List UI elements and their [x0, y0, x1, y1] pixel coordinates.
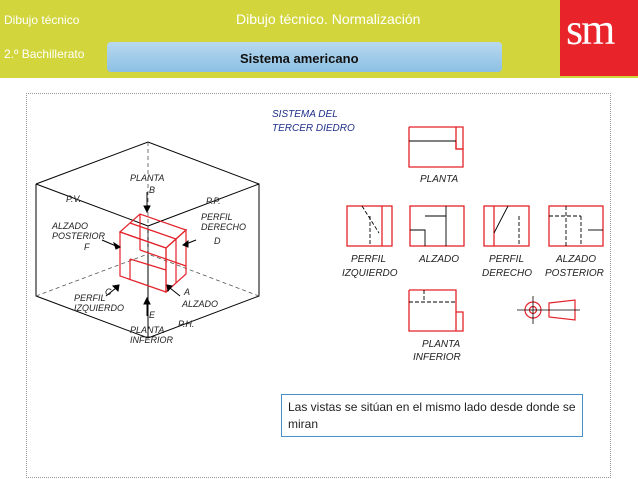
- view-planta-inferior: [408, 289, 464, 332]
- planta-inferior-hidden: [409, 290, 456, 303]
- alzado-label: ALZADO: [181, 299, 218, 309]
- f-label: F: [84, 242, 90, 252]
- perfil-izquierdo-view-label-1: PERFIL: [351, 254, 386, 265]
- pv-label: P.V.: [66, 194, 81, 204]
- planta-inferior-view-label-1: PLANTA: [422, 339, 460, 350]
- perfil-izquierdo-label-1: PERFIL: [74, 293, 106, 303]
- arrow-a: [169, 287, 181, 297]
- logo-text: sm: [566, 5, 615, 54]
- view-perfil-derecho: [483, 205, 530, 247]
- perfil-derecho-view-label-1: PERFIL: [489, 254, 524, 265]
- perfil-izquierdo-label-2: IZQUIERDO: [74, 303, 124, 313]
- arrow-f: [101, 239, 117, 247]
- view-arrows: [101, 192, 197, 316]
- figure-frame: [26, 93, 611, 478]
- section-banner: [107, 42, 502, 72]
- subject-label: Dibujo técnico: [4, 13, 80, 27]
- section-title: Sistema americano: [240, 51, 359, 66]
- alzado-posterior-label-2: POSTERIOR: [52, 231, 106, 241]
- planta-view-label: PLANTA: [420, 174, 458, 185]
- brand-logo: [560, 0, 638, 76]
- perfil-izquierdo-view-label-2: IZQUIERDO: [342, 268, 398, 279]
- planta-inferior-label-1: PLANTA: [130, 325, 164, 335]
- alzado-edges: [410, 206, 447, 246]
- perfil-derecho-label-1: PERFIL: [201, 212, 233, 222]
- system-title-2: TERCER DIEDRO: [272, 123, 355, 134]
- view-perfil-izquierdo: [346, 205, 393, 247]
- planta-label: PLANTA: [130, 173, 164, 183]
- arrow-c: [105, 287, 117, 297]
- e-label: E: [149, 310, 156, 320]
- alzado-posterior-hidden: [549, 206, 582, 246]
- perfil-derecho-label-2: DERECHO: [201, 222, 246, 232]
- perfil-izquierdo-hidden: [361, 205, 380, 246]
- pp-label: P.P.: [206, 196, 221, 206]
- course-label: 2.º Bachillerato: [4, 47, 85, 61]
- perfil-derecho-edges: [493, 205, 520, 246]
- d-label: D: [214, 236, 221, 246]
- header: Dibujo técnico 2.º Bachillerato Dibujo t…: [0, 0, 638, 80]
- a-label: A: [183, 287, 190, 297]
- third-angle-axes: [517, 296, 580, 324]
- ph-label: P.H.: [178, 319, 194, 329]
- planta-inferior-label-2: INFERIOR: [130, 335, 174, 345]
- page-title: Dibujo técnico. Normalización: [236, 11, 421, 27]
- b-label: B: [149, 185, 155, 195]
- alzado-view-label: ALZADO: [418, 254, 459, 265]
- system-title-1: SISTEMA DEL: [272, 109, 338, 120]
- alzado-posterior-view-label-1: ALZADO: [555, 254, 596, 265]
- planta-inferior-view-label-2: INFERIOR: [413, 352, 461, 363]
- perfil-derecho-view-label-2: DERECHO: [482, 268, 532, 279]
- header-top-bar: [0, 0, 638, 40]
- c-label: C: [105, 287, 112, 297]
- note-box: Las vistas se sitúan en el mismo lado de…: [281, 394, 583, 437]
- view-alzado: [409, 205, 465, 247]
- view-planta: [408, 126, 464, 168]
- red-object: [118, 213, 188, 294]
- alzado-posterior-view-label-2: POSTERIOR: [545, 268, 604, 279]
- view-alzado-posterior: [548, 205, 604, 247]
- alzado-posterior-label-1: ALZADO: [51, 221, 88, 231]
